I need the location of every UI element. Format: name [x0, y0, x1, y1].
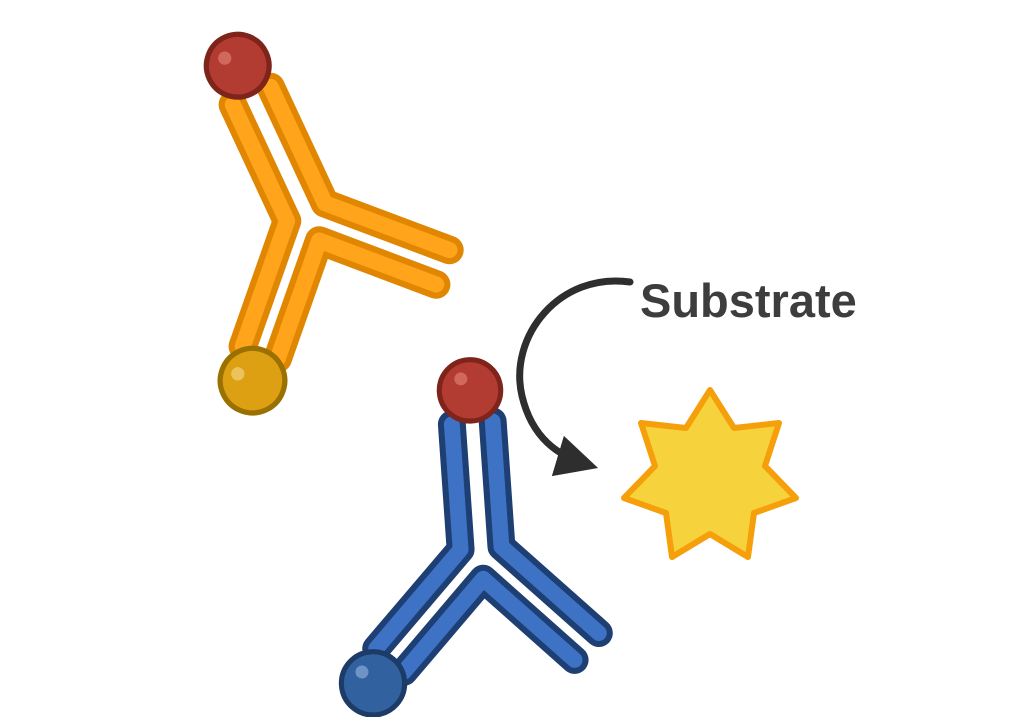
substrate-star-icon: [621, 387, 799, 560]
blue-antibody-left-arm: [368, 416, 469, 657]
blue-sphere-highlight: [355, 665, 369, 679]
orange-antibody-left-arm: [224, 96, 296, 355]
amber-enzyme-sphere: [217, 345, 288, 416]
red-sphere-top-blue: [436, 357, 504, 424]
red-sphere-highlight-blue: [454, 372, 468, 386]
blue-enzyme-sphere: [338, 649, 408, 717]
substrate-label: Substrate: [640, 274, 857, 327]
blue-antibody-inner-v: [396, 570, 583, 680]
substrate-arrow: [516, 277, 634, 477]
blue-antibody-right-arm: [484, 413, 607, 641]
red-sphere-top-orange: [203, 31, 272, 100]
amber-sphere-highlight: [231, 367, 245, 381]
red-sphere-highlight-orange: [218, 51, 232, 65]
orange-antibody-inner-v: [269, 232, 445, 367]
orange-antibody-icon: [203, 31, 464, 416]
blue-antibody-icon: [338, 357, 613, 717]
orange-antibody-right-arm: [262, 78, 458, 259]
